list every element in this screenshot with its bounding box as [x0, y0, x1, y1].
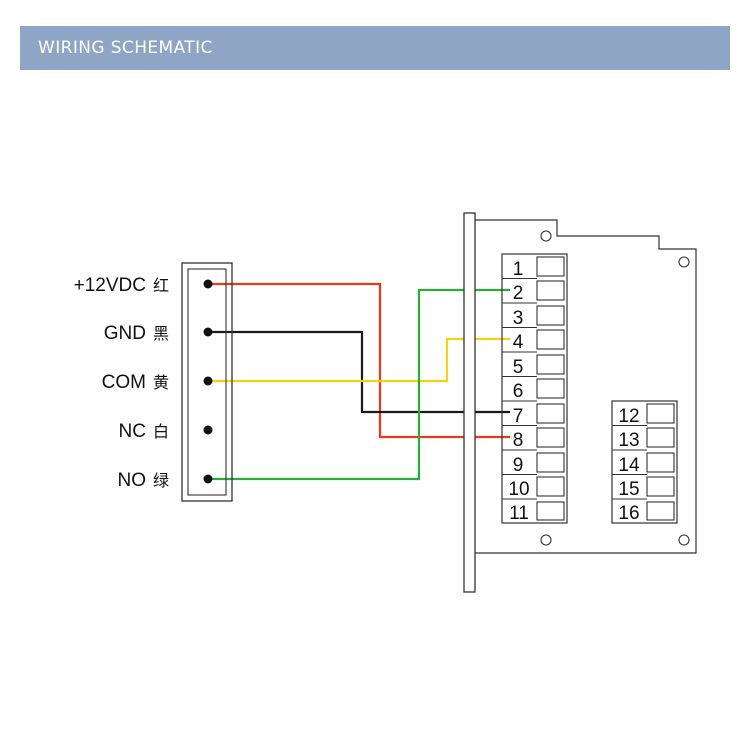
- pin-label: GND: [104, 323, 146, 344]
- terminal-number: 8: [513, 430, 524, 451]
- terminal-number: 9: [513, 455, 524, 476]
- terminal-block-left: [501, 253, 568, 524]
- page-title: WIRING SCHEMATIC: [38, 38, 213, 58]
- terminal-number: 11: [509, 503, 529, 524]
- terminal-row: 6: [502, 375, 565, 402]
- connector-pin: [203, 279, 213, 289]
- terminal-row: 5: [502, 351, 565, 378]
- terminal-row: 2: [502, 277, 565, 304]
- pin-label: NC: [119, 421, 146, 442]
- terminal-number: 16: [618, 503, 639, 524]
- wire-yellow: [208, 337, 510, 383]
- terminal-number: 13: [618, 430, 639, 451]
- pin-label: +12VDC: [74, 275, 146, 296]
- connector-pin: [203, 376, 213, 386]
- wire-red: [208, 282, 510, 439]
- terminal-row: 12: [618, 403, 675, 427]
- connector-pin: [203, 327, 213, 337]
- terminal-row: 11: [502, 498, 565, 524]
- terminal-row: 16: [612, 498, 675, 524]
- mount-hole: [678, 534, 690, 546]
- mount-hole: [540, 534, 552, 546]
- connector-housing-inner: [187, 268, 227, 496]
- terminal-row: 7: [502, 400, 565, 427]
- terminal-number: 6: [513, 381, 524, 402]
- terminal-row: 13: [612, 424, 675, 451]
- pin-color-name: 绿: [153, 472, 169, 490]
- pin-color-name: 白: [153, 423, 169, 441]
- terminal-number: 14: [618, 455, 640, 476]
- mount-hole: [678, 256, 690, 268]
- terminal-row: 9: [502, 449, 565, 476]
- terminal-number: 2: [513, 283, 524, 304]
- terminal-number: 1: [513, 259, 524, 280]
- terminal-row: 14: [612, 449, 675, 476]
- mounting-rail: [463, 212, 476, 593]
- terminal-number: 12: [618, 406, 639, 427]
- terminals-left: 1 2 3 4 5: [502, 256, 565, 524]
- pin-label: COM: [102, 372, 146, 393]
- connector-pin: [203, 425, 213, 435]
- pin-color-name: 黑: [153, 326, 169, 343]
- terminal-number: 3: [513, 308, 524, 329]
- terminal-row: 3: [502, 302, 565, 329]
- pin-label: NO: [118, 470, 147, 491]
- connector-pin: [203, 474, 213, 484]
- terminal-number: 15: [618, 479, 639, 500]
- terminal-row: 8: [502, 424, 565, 451]
- connector-housing-outer: [181, 262, 233, 502]
- terminal-number: 7: [513, 406, 524, 427]
- pin-color-name: 黄: [153, 374, 169, 392]
- control-board: 1 2 3 4 5: [463, 212, 697, 593]
- terminals-right: 12 13 14 15 16: [612, 403, 675, 524]
- connector: +12VDC 红 GND 黑 COM 黄 NC 白 NO 绿: [74, 262, 233, 502]
- header-bar: WIRING SCHEMATIC: [20, 26, 730, 70]
- pin-color-name: 红: [153, 277, 169, 295]
- mount-hole: [540, 230, 552, 242]
- terminal-row: 10: [502, 473, 565, 500]
- board-outline: [475, 219, 697, 554]
- terminal-number: 5: [513, 357, 524, 378]
- terminal-row: 4: [502, 326, 565, 353]
- terminal-row: 15: [612, 473, 675, 500]
- terminal-row: 1: [513, 256, 565, 280]
- wire-black: [208, 330, 510, 414]
- terminal-number: 4: [513, 332, 524, 353]
- terminal-number: 10: [508, 479, 529, 500]
- terminal-block-right: [611, 400, 678, 524]
